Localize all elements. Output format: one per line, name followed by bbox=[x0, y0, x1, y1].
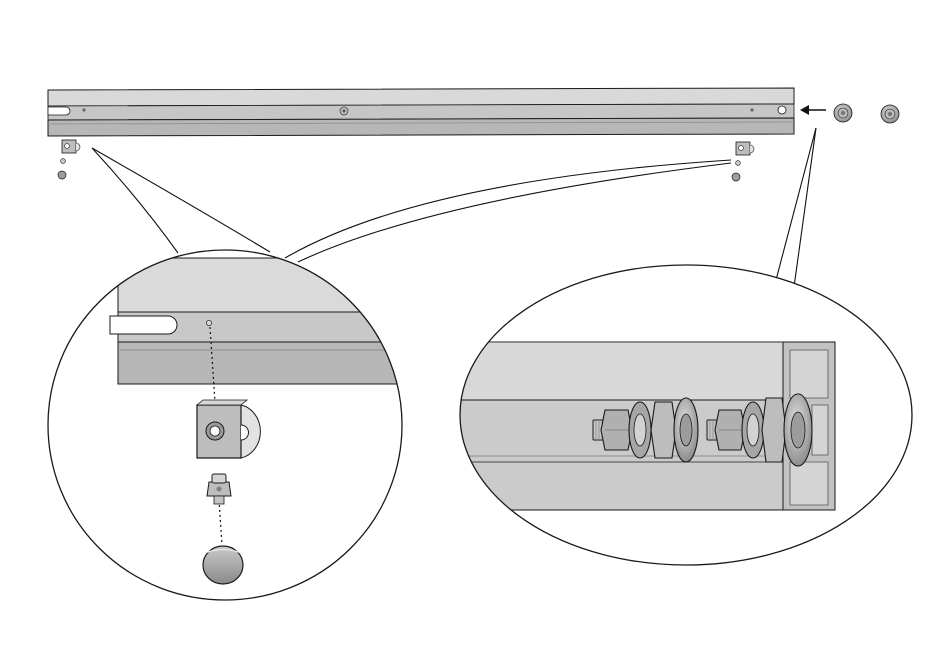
rail-right-hole bbox=[778, 106, 786, 114]
rail-hole bbox=[750, 108, 753, 111]
end-cap-icon bbox=[732, 173, 740, 181]
end-cap-icon bbox=[203, 546, 243, 584]
roller-bolt-icon bbox=[881, 105, 899, 123]
screw-icon bbox=[61, 159, 66, 164]
end-cap-icon bbox=[58, 171, 66, 179]
rail-hole bbox=[82, 108, 85, 111]
slot-nut-icon bbox=[736, 142, 754, 155]
roller-bolt-icon bbox=[834, 104, 852, 122]
slot-nut-icon bbox=[62, 140, 80, 153]
callout-left bbox=[48, 250, 420, 600]
screw-icon bbox=[736, 161, 741, 166]
insert-arrow bbox=[800, 105, 826, 115]
rail-left-slot bbox=[48, 107, 70, 115]
rail-upper-channel bbox=[48, 104, 794, 120]
rail-lower-channel bbox=[48, 118, 794, 136]
callout-right bbox=[455, 265, 912, 565]
rail-top-face bbox=[48, 88, 794, 106]
rail bbox=[48, 88, 794, 136]
